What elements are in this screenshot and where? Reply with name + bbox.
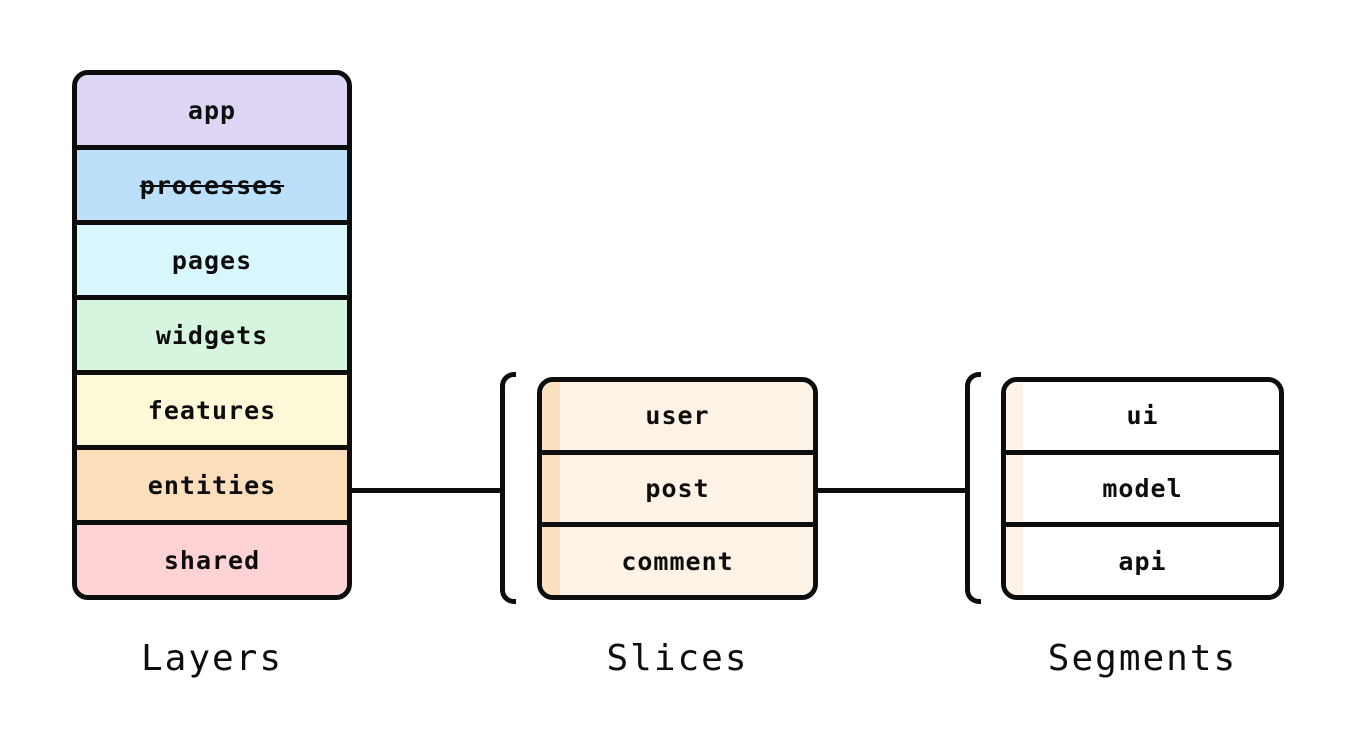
segments-stack: ui model api bbox=[1001, 377, 1284, 600]
slices-bracket bbox=[500, 372, 516, 604]
slice-row-accent-strip bbox=[542, 527, 560, 595]
layer-row-features: features bbox=[77, 375, 347, 450]
slice-label-user: user bbox=[645, 401, 710, 431]
layer-label-features: features bbox=[147, 395, 277, 425]
segment-label-api: api bbox=[1118, 546, 1167, 576]
layers-caption: Layers bbox=[140, 638, 284, 679]
slices-caption: Slices bbox=[606, 638, 749, 679]
segment-label-model: model bbox=[1102, 474, 1183, 503]
connector-layers-slices bbox=[350, 488, 503, 493]
segment-row-accent-strip bbox=[1006, 527, 1023, 595]
layer-label-app: app bbox=[187, 95, 237, 125]
slice-row-accent-strip bbox=[542, 382, 560, 450]
layers-stack: app processes pages widgets features ent… bbox=[72, 70, 352, 600]
slice-label-comment: comment bbox=[621, 546, 734, 576]
segment-row-model: model bbox=[1006, 454, 1279, 528]
layer-row-widgets: widgets bbox=[77, 300, 347, 375]
layer-label-shared: shared bbox=[163, 545, 261, 575]
layer-label-pages: pages bbox=[171, 245, 253, 275]
layer-row-entities: entities bbox=[77, 450, 347, 525]
layer-label-entities: entities bbox=[147, 470, 277, 500]
layer-label-widgets: widgets bbox=[155, 320, 269, 350]
segment-row-api: api bbox=[1006, 527, 1279, 595]
segments-caption: Segments bbox=[1047, 638, 1238, 679]
slice-label-post: post bbox=[645, 474, 710, 503]
connector-slices-segments bbox=[816, 488, 968, 493]
slices-stack: user post comment bbox=[537, 377, 818, 600]
segment-row-accent-strip bbox=[1006, 454, 1023, 523]
layer-label-processes: processes bbox=[139, 170, 285, 200]
segments-bracket bbox=[965, 372, 981, 604]
layer-row-processes: processes bbox=[77, 150, 347, 225]
slice-row-comment: comment bbox=[542, 527, 813, 595]
slice-row-post: post bbox=[542, 454, 813, 528]
layer-row-shared: shared bbox=[77, 525, 347, 595]
segment-row-accent-strip bbox=[1006, 382, 1023, 450]
segment-row-ui: ui bbox=[1006, 382, 1279, 455]
segment-label-ui: ui bbox=[1126, 401, 1159, 431]
slice-row-accent-strip bbox=[542, 454, 560, 523]
layer-row-pages: pages bbox=[77, 225, 347, 300]
layer-row-app: app bbox=[77, 75, 347, 150]
slice-row-user: user bbox=[542, 382, 813, 455]
